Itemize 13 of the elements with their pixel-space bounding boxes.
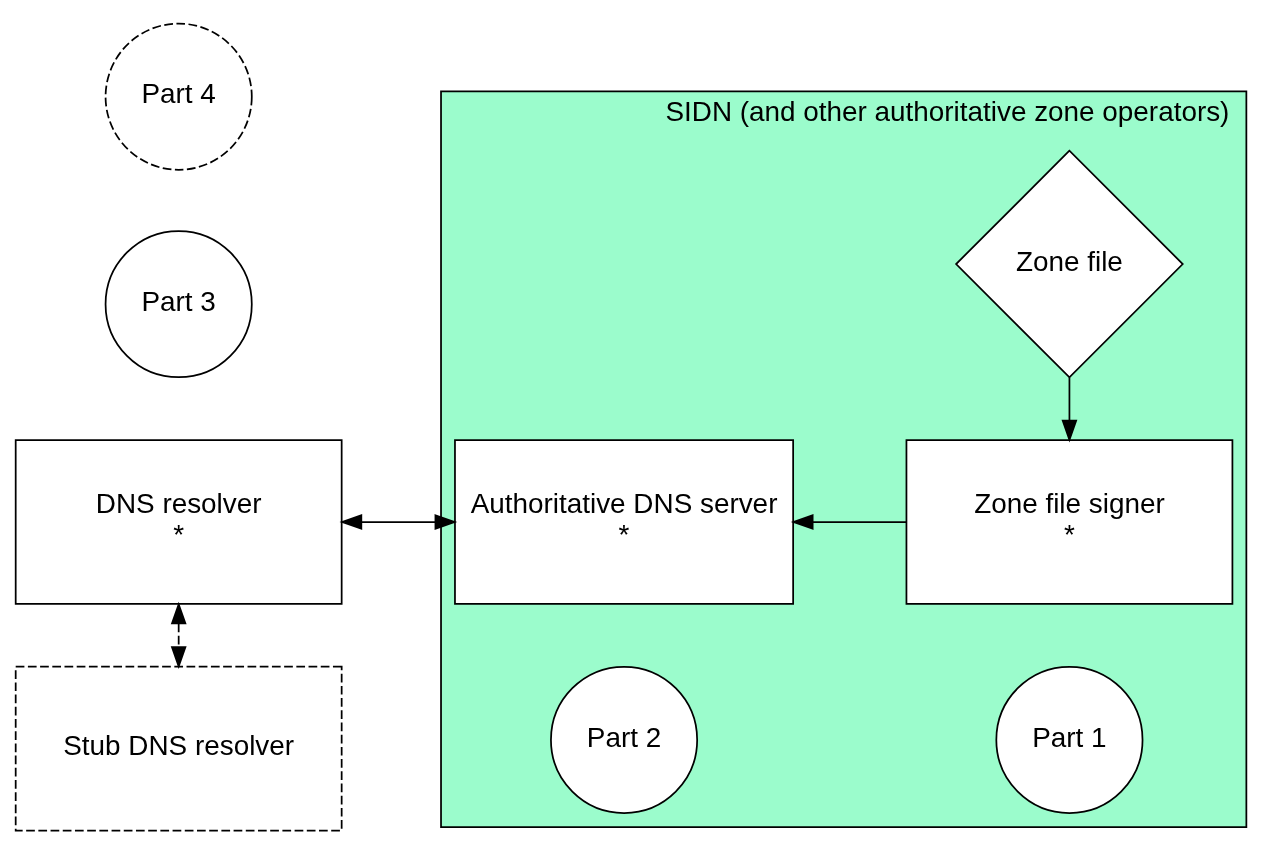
node-circle: Part 4 [104, 22, 253, 171]
node-circle: Part 1 [995, 665, 1144, 814]
node-diamond: Zone file [954, 149, 1184, 379]
node-circle: Part 3 [104, 230, 253, 379]
node-box: Zone file signer * [905, 439, 1234, 605]
arrow [170, 601, 187, 669]
arrow [790, 514, 908, 530]
node-box: Stub DNS resolver [14, 665, 343, 832]
arrow [1061, 376, 1078, 443]
node-box: DNS resolver * [14, 439, 343, 605]
arrow [339, 514, 458, 530]
node-circle: Part 2 [550, 665, 699, 814]
node-box: Authoritative DNS server * [454, 439, 794, 605]
